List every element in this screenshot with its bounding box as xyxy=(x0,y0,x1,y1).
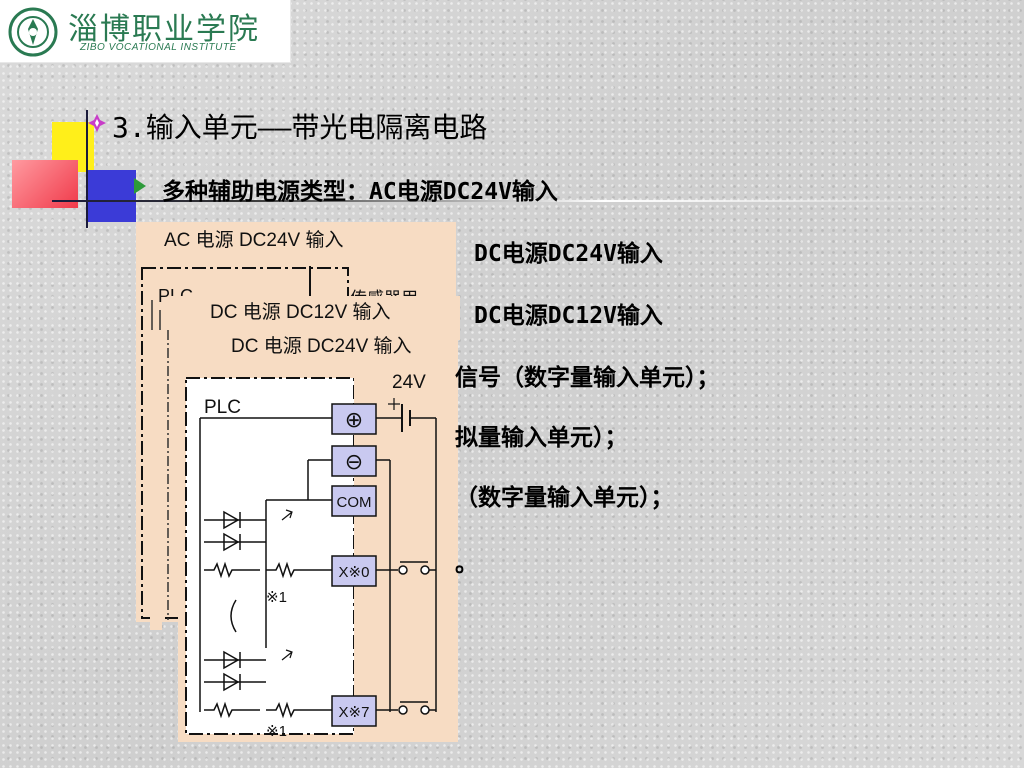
text-line-signal: 信号（数字量输入单元）； xyxy=(455,365,720,391)
text-line-end: 。 xyxy=(455,551,478,577)
panel-back-title: AC 电源 DC24V 输入 xyxy=(164,229,343,251)
text-line-digital: （数字量输入单元）； xyxy=(455,485,674,511)
text-line-analog: 拟量输入单元）； xyxy=(455,425,628,451)
panel-front-title: DC 电源 DC24V 输入 xyxy=(231,335,412,357)
seal-icon xyxy=(8,7,58,57)
plc-label: PLC xyxy=(204,397,241,418)
note-2: ※1 xyxy=(266,723,287,740)
com-label: COM xyxy=(337,494,372,511)
text-line-dc24v: DC电源DC24V输入 xyxy=(474,241,663,267)
plc-box xyxy=(185,377,355,735)
svg-text:⊕: ⊕ xyxy=(345,408,363,433)
decor-vertical-line xyxy=(86,110,88,228)
terminal-x0 xyxy=(331,555,377,587)
svg-text:⊖: ⊖ xyxy=(345,450,363,475)
decor-horizontal-line xyxy=(52,200,972,202)
note-1: ※1 xyxy=(266,589,287,606)
voltage-label: 24V xyxy=(392,372,426,393)
x0-label: X※0 xyxy=(339,564,370,581)
diamond-bullet-icon xyxy=(88,114,106,132)
terminal-x7 xyxy=(331,695,377,727)
slide-title: 3.输入单元——带光电隔离电路 xyxy=(112,111,488,144)
arrow-bullet-icon xyxy=(134,178,146,194)
institute-logo: 淄博职业学院 ZIBO VOCATIONAL INSTITUTE xyxy=(0,0,291,63)
terminal-minus xyxy=(331,445,377,477)
logo-chinese-name: 淄博职业学院 xyxy=(68,12,260,47)
terminal-com xyxy=(331,485,377,517)
decor-blue-square xyxy=(88,170,136,222)
sub-bullet-text: 多种辅助电源类型：AC电源DC24V输入 xyxy=(162,179,558,205)
x7-label: X※7 xyxy=(339,704,370,721)
terminal-plus xyxy=(331,403,377,435)
panel-mid-title: DC 电源 DC12V 输入 xyxy=(210,301,391,323)
text-line-dc12v: DC电源DC12V输入 xyxy=(474,303,663,329)
logo-english-name: ZIBO VOCATIONAL INSTITUTE xyxy=(80,42,237,53)
